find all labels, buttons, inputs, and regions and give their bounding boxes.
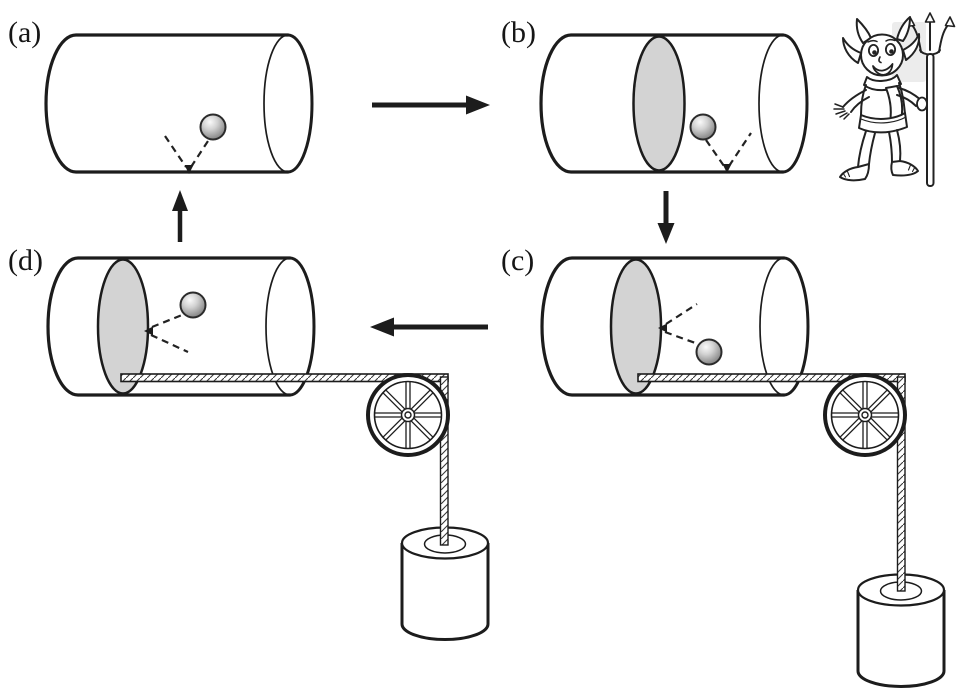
demon-left-foot <box>839 163 870 182</box>
arrow-d-to-a-up <box>172 190 188 242</box>
panel-b: (b) <box>501 16 809 174</box>
maxwell-demon-figure <box>833 12 956 187</box>
trajectory-dash <box>665 303 698 325</box>
demon-right-brow <box>885 38 896 42</box>
demon-head <box>842 16 921 77</box>
panel-b-label: (b) <box>501 16 536 49</box>
demon-legs <box>857 129 902 168</box>
trajectory-dash <box>150 334 189 353</box>
trajectory-dash <box>151 313 183 329</box>
demon-nose <box>878 56 882 64</box>
panel-c: (c) <box>501 244 946 688</box>
trajectory-dash <box>164 135 187 168</box>
partition-d <box>96 258 150 395</box>
arrow-a-to-b-right <box>372 95 490 115</box>
demon-left-brow <box>867 39 878 43</box>
panel-a: (a) <box>8 16 314 174</box>
panel-d: (d) <box>8 244 490 641</box>
panel-d-label: (d) <box>8 244 43 277</box>
arrow-b-to-c-down <box>657 191 675 244</box>
cycle-arrows <box>172 95 675 337</box>
demon-right-hand <box>916 96 928 112</box>
demon-face <box>860 33 904 77</box>
demon-left-ear <box>842 37 862 64</box>
demon-torso-right <box>898 82 906 115</box>
bounce-arrowhead-a <box>184 165 194 174</box>
molecule-d <box>179 291 207 319</box>
demon-left-arm <box>833 89 870 120</box>
molecule-a <box>199 113 227 141</box>
partition-b <box>632 35 686 172</box>
trajectory-d <box>150 313 189 353</box>
molecule-b <box>689 113 717 141</box>
pulley-d <box>366 373 450 457</box>
demon-right-ear <box>902 33 921 61</box>
panel-c-label: (c) <box>501 244 534 277</box>
panel-a-label: (a) <box>8 16 41 49</box>
trident-shaft <box>926 53 935 187</box>
trajectory-b <box>705 132 752 167</box>
trajectory-dash <box>664 330 699 346</box>
demon-left-pupil <box>872 50 877 55</box>
demon-left-horn <box>855 18 872 44</box>
demon-right-arm <box>896 87 928 112</box>
trajectory-a <box>164 135 209 168</box>
trajectory-dash <box>728 132 752 167</box>
trajectory-dash <box>705 139 725 167</box>
arrow-c-to-d-left <box>370 317 488 337</box>
pulley-c <box>823 373 907 457</box>
demon-right-horn <box>896 16 911 42</box>
demon-right-foot <box>890 160 919 177</box>
trajectory-c <box>664 303 699 346</box>
cylinder-a <box>44 33 314 174</box>
trajectory-dash <box>190 140 209 168</box>
rope-c <box>896 376 906 592</box>
bounce-arrowhead-c <box>658 323 667 333</box>
demon-right-pupil <box>889 49 894 54</box>
bounce-arrowhead-b <box>722 164 732 173</box>
demon-toes <box>842 164 916 178</box>
bounce-arrowhead-d <box>144 326 153 336</box>
demon-skirt-band <box>860 116 907 124</box>
demon-left-hand <box>833 103 850 120</box>
demon-mouth <box>872 63 894 76</box>
rope-d <box>439 376 449 546</box>
molecule-c <box>695 338 723 366</box>
